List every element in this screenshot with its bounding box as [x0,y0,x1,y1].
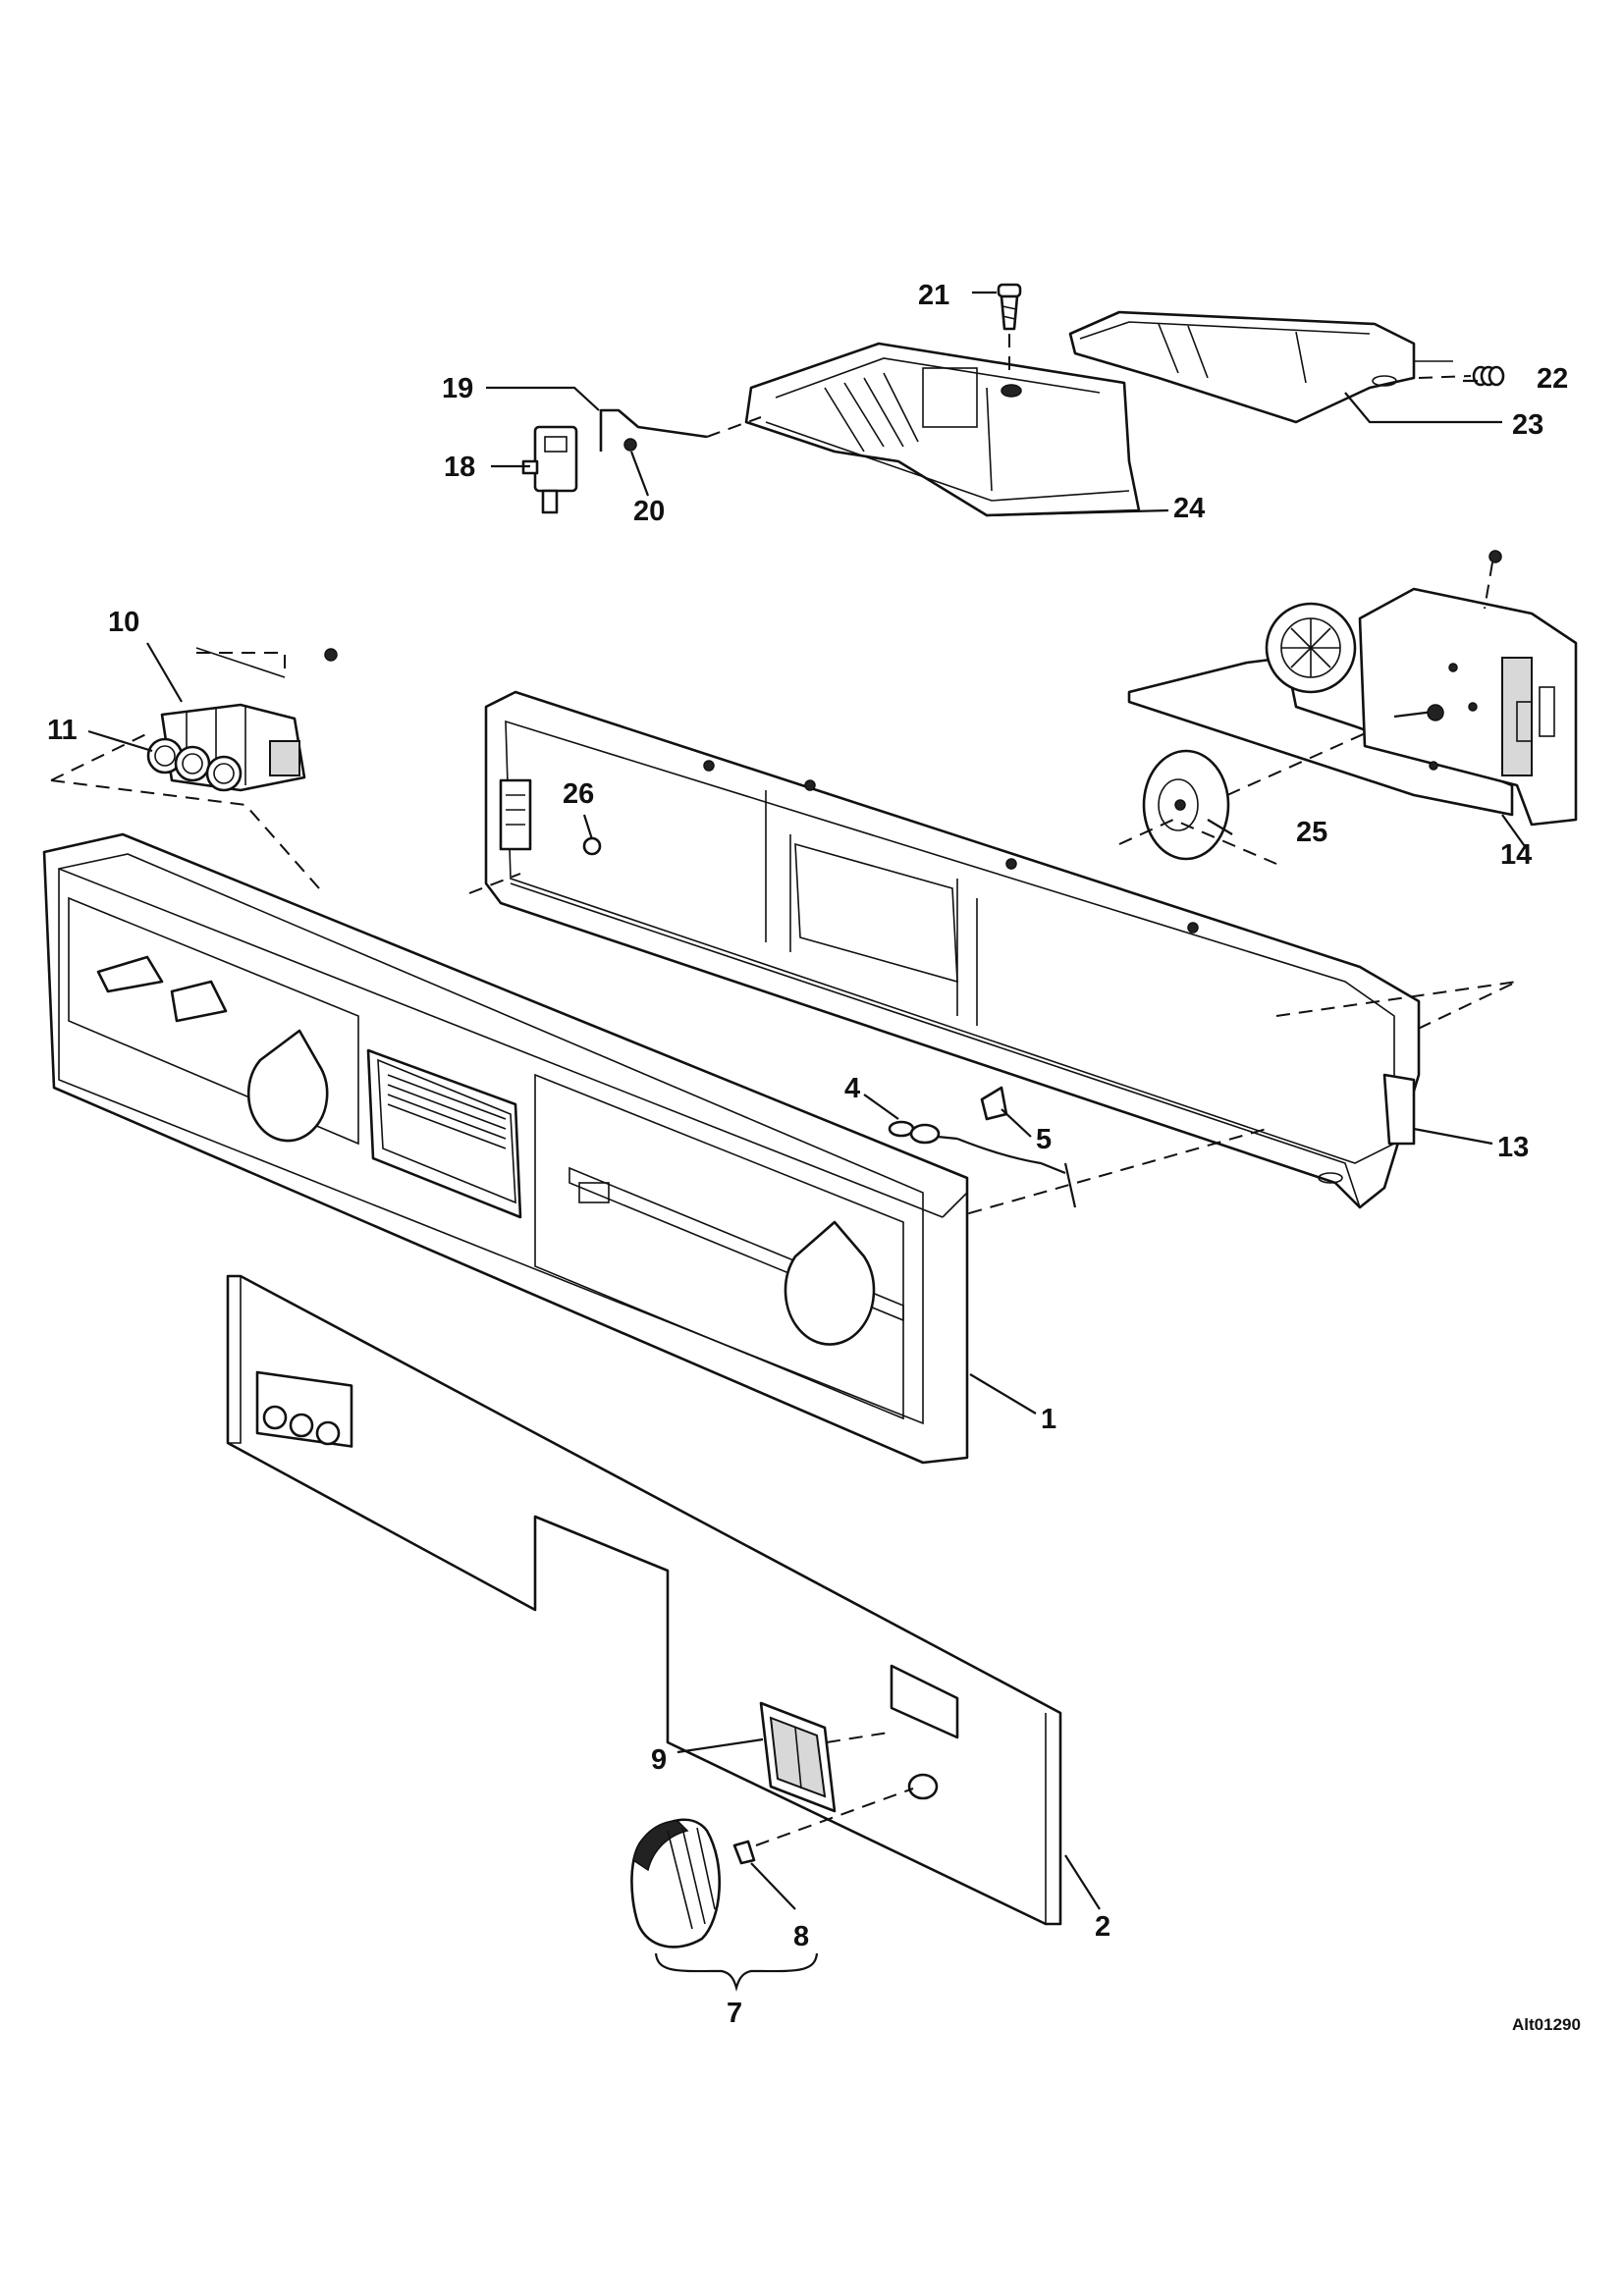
guide-line-13-left [468,873,521,894]
callout-25: 25 [1296,817,1327,848]
part-20-pin [623,438,637,452]
part-21-screw [997,283,1022,378]
callout-26: 26 [563,778,594,810]
part-19-lever [599,408,762,452]
guide-line-10 [50,730,153,781]
part-4-lamp [888,1120,958,1145]
callout-24: 24 [1173,493,1205,524]
guide-line-13-bottom [902,1128,1268,1233]
callout-11: 11 [47,715,78,746]
callout-5: 5 [1036,1124,1052,1155]
callout-19: 19 [442,373,473,404]
callout-8: 8 [793,1921,809,1952]
part-25-dial-disc [1142,730,1371,861]
callout-13: 13 [1497,1132,1529,1163]
guide-line-13-right [1275,981,1518,1032]
part-8-insert [732,1788,914,1865]
part-18-switch [521,425,578,514]
part-22-spring [1418,365,1505,387]
part-14-timer [1127,550,1578,827]
part-9-window [759,1701,890,1813]
part-7-knob [630,1818,819,1993]
callout-20: 20 [633,496,665,527]
callout-labels: 21 19 18 20 22 23 24 10 11 26 25 14 13 4… [47,280,1581,2034]
leader-lines [87,291,1528,1910]
callout-2: 2 [1095,1911,1110,1943]
callout-10: 10 [108,607,139,638]
callout-22: 22 [1537,363,1568,395]
callout-9: 9 [651,1744,667,1776]
part-1-fascia [42,832,969,1465]
part-5-wire-holder [956,1086,1077,1208]
callout-1: 1 [1041,1404,1056,1435]
callout-4: 4 [844,1073,860,1104]
callout-14: 14 [1500,839,1532,871]
part-23-dispenser-lid [1068,310,1453,424]
part-2-decor-panel [226,1274,1062,1926]
part-13-panel-frame [484,690,1421,1209]
callout-7: 7 [727,1998,742,2029]
callout-23: 23 [1512,409,1543,441]
part-11-push-buttons [146,737,243,792]
part-24-dispenser-housing [744,342,1141,517]
callout-18: 18 [444,452,475,483]
callout-21: 21 [918,280,949,311]
diagram-code: Alt01290 [1512,2015,1581,2034]
